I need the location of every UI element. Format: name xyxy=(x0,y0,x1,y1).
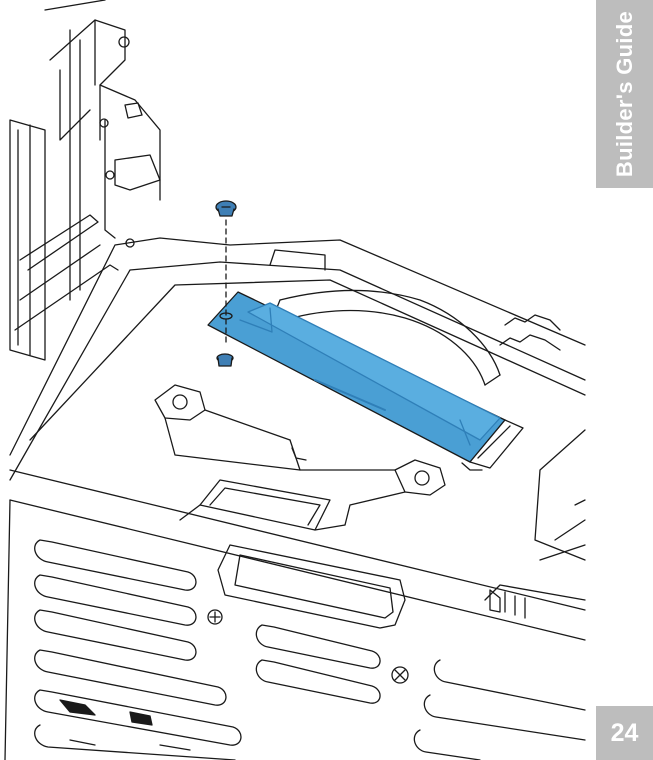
section-tab-label: Builder's Guide xyxy=(611,10,637,178)
m2-standoff xyxy=(216,312,234,367)
chassis-rear-bracket xyxy=(9,0,161,361)
m2-screw xyxy=(215,200,237,346)
m2-ssd-installation-diagram xyxy=(4,0,586,760)
chassis-floor-tray xyxy=(9,237,586,561)
chassis-front-panel xyxy=(4,469,586,760)
m2-ssd-module xyxy=(207,291,524,471)
page-number: 24 xyxy=(610,718,639,747)
drive-cage xyxy=(484,499,586,619)
section-tab: Builder's Guide xyxy=(596,0,653,188)
page-number-box: 24 xyxy=(596,706,653,760)
cpu-mounting-bracket xyxy=(154,384,446,531)
